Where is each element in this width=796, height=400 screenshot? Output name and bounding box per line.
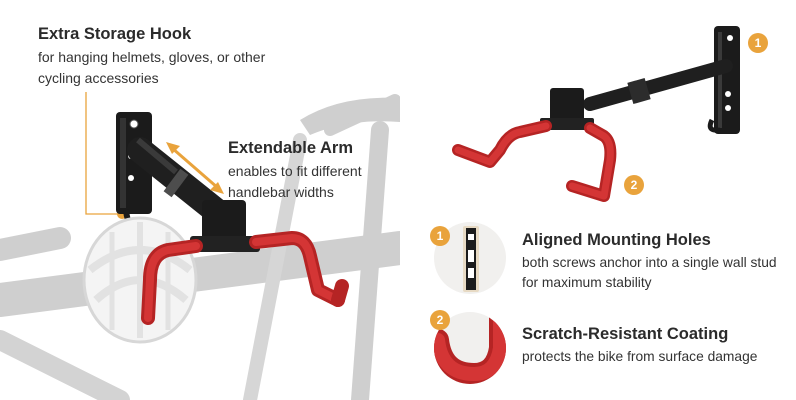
helmet-icon — [82, 216, 198, 344]
storage-hook-title: Extra Storage Hook — [38, 25, 192, 43]
extendable-arm-icon — [127, 137, 260, 252]
badge-two: 2 — [624, 175, 644, 195]
saddle-icon — [300, 97, 400, 135]
extendable-arm-description: enables to fit different handlebar width… — [228, 163, 362, 200]
wall-bracket-icon — [707, 26, 740, 134]
aligned-holes-description: both screws anchor into a single wall st… — [522, 255, 777, 290]
red-hook-icon — [452, 120, 617, 202]
extendable-arm-title: Extendable Arm — [228, 139, 354, 157]
bike-scene — [0, 92, 400, 400]
left-panel: Extra Storage Hook for hanging helmets, … — [0, 25, 400, 400]
product-overview — [452, 26, 740, 202]
storage-hook-description: for hanging helmets, gloves, or other cy… — [38, 49, 266, 86]
badge-one: 1 — [748, 33, 768, 53]
callout-lines — [85, 92, 118, 215]
double-arrow-icon — [166, 142, 224, 194]
coating-description: protects the bike from surface damage — [522, 349, 758, 364]
coating-badge: 2 — [430, 310, 450, 330]
extendable-arm-icon — [540, 59, 733, 130]
right-panel: 1 2 1 2 Aligned Mounting Holes both scre… — [400, 0, 796, 400]
hook-coating-thumbnail — [434, 312, 506, 384]
red-hook-icon — [141, 231, 349, 325]
coating-title: Scratch-Resistant Coating — [522, 325, 729, 343]
aligned-holes-title: Aligned Mounting Holes — [522, 231, 711, 249]
hook-curve-icon — [434, 312, 506, 384]
aligned-holes-badge: 1 — [430, 226, 450, 246]
mounting-plate-icon — [463, 226, 479, 292]
